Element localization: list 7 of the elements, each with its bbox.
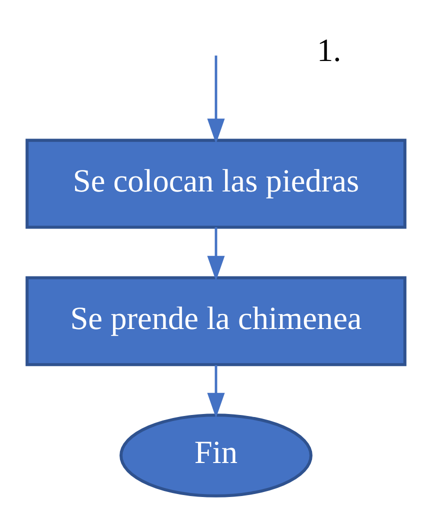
label: 1. <box>316 32 341 68</box>
node-box: Se colocan las piedras <box>25 138 406 228</box>
arrow <box>206 364 224 418</box>
node-ellipse: Fin <box>119 413 312 497</box>
node-box: Se prende la chimenea <box>25 276 406 366</box>
arrow <box>206 226 224 280</box>
arrow <box>206 55 224 144</box>
